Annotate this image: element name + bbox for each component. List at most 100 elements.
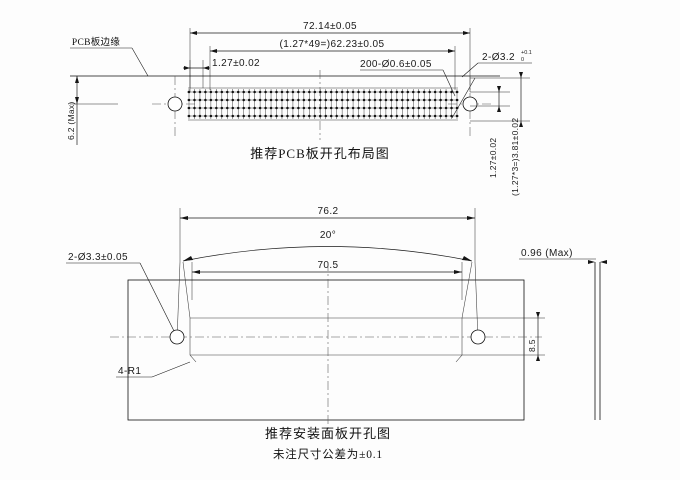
pcb-pad-hole xyxy=(297,98,300,102)
pcb-pad-hole xyxy=(286,90,289,94)
pcb-pad-hole xyxy=(433,106,437,110)
pcb-pad-hole xyxy=(253,90,256,94)
pcb-pad-hole xyxy=(379,114,382,118)
pcb-pad-hole xyxy=(417,114,420,118)
pcb-pad-hole xyxy=(264,106,267,110)
pcb-pad-hole xyxy=(357,98,360,102)
pcb-pad-hole xyxy=(269,98,273,102)
pcb-pad-hole xyxy=(362,106,366,110)
pcb-pad-hole xyxy=(401,114,404,118)
callout-corner-radius: 4-R1 xyxy=(116,361,191,378)
pcb-pad-hole xyxy=(280,106,284,110)
pcb-pad-hole xyxy=(220,98,224,102)
pcb-pad-hole xyxy=(297,106,300,110)
pcb-pad-hole xyxy=(242,114,245,118)
pcb-pad-hole xyxy=(428,90,431,94)
pcb-pad-hole xyxy=(209,114,213,118)
pcb-pad-hole xyxy=(373,98,377,102)
dim-edge-distance-text: 6.2 (Max) xyxy=(66,101,76,140)
annotation-angle-text: 20° xyxy=(320,230,336,241)
callout-mounting-hole-panel-text: 2-Ø3.3±0.05 xyxy=(68,252,128,263)
pcb-pad-array xyxy=(187,89,459,119)
panel-thickness-view: 0.96 (Max) xyxy=(519,248,607,420)
pcb-pad-hole xyxy=(340,90,344,94)
pcb-pad-hole xyxy=(368,90,371,94)
pcb-pad-hole xyxy=(247,98,251,102)
pcb-pad-hole xyxy=(193,114,196,118)
callout-mounting-hole-tol-lower: 0 xyxy=(521,57,524,63)
pcb-pad-hole xyxy=(291,98,295,102)
callout-mounting-hole-top: 2-Ø3.2 +0.1 0 xyxy=(451,50,532,119)
pcb-pad-hole xyxy=(362,90,366,94)
pcb-pad-hole xyxy=(357,90,360,94)
pcb-pad-hole xyxy=(411,98,415,102)
pcb-pad-hole xyxy=(291,90,295,94)
pcb-pad-hole xyxy=(428,106,431,110)
pcb-pad-hole xyxy=(329,114,333,118)
pcb-pad-hole xyxy=(395,114,399,118)
callout-mounting-hole-top-text: 2-Ø3.2 xyxy=(482,52,515,63)
pcb-pad-hole xyxy=(395,90,399,94)
pcb-pad-hole xyxy=(258,106,262,110)
pcb-pad-hole xyxy=(444,114,448,118)
pcb-pad-hole xyxy=(324,90,327,94)
pcb-pad-hole xyxy=(329,106,333,110)
pcb-pad-hole xyxy=(384,90,388,94)
pcb-pad-hole xyxy=(253,114,256,118)
pcb-pad-hole xyxy=(302,98,306,102)
pcb-pad-hole xyxy=(226,114,229,118)
pcb-pad-hole xyxy=(280,90,284,94)
pcb-pad-hole xyxy=(253,98,256,102)
pcb-pad-hole xyxy=(340,114,344,118)
pcb-pad-hole xyxy=(433,114,437,118)
pcb-pad-hole xyxy=(411,106,415,110)
pcb-pad-hole xyxy=(433,98,437,102)
dimension-pitch: 1.27±0.02 xyxy=(183,58,260,88)
pcb-pad-hole xyxy=(308,98,311,102)
dimension-pin-span: (1.27*49=)62.23±0.05 xyxy=(209,39,456,90)
pcb-pad-hole xyxy=(198,114,202,118)
pcb-pad-hole xyxy=(269,106,273,110)
pcb-pad-hole xyxy=(401,106,404,110)
pcb-pad-hole xyxy=(455,90,459,94)
pcb-mounting-hole-left xyxy=(152,76,198,138)
pcb-pad-hole xyxy=(450,114,453,118)
pcb-pad-hole xyxy=(275,90,278,94)
callout-hole-diameter-text: 200-Ø0.6±0.05 xyxy=(360,59,432,70)
dimension-edge-distance: 6.2 (Max) xyxy=(66,76,118,145)
pcb-pad-hole xyxy=(204,114,207,118)
pcb-pad-hole xyxy=(450,90,453,94)
pcb-pad-hole xyxy=(198,90,202,94)
pcb-pad-hole xyxy=(406,114,410,118)
dim-pitch-text: 1.27±0.02 xyxy=(212,58,260,69)
pcb-pad-hole xyxy=(351,90,355,94)
pcb-pad-hole xyxy=(351,114,355,118)
panel-outline xyxy=(127,279,525,421)
pcb-pad-hole xyxy=(291,106,295,110)
callout-mounting-hole-panel: 2-Ø3.3±0.05 xyxy=(66,252,178,338)
pcb-pad-hole xyxy=(384,98,388,102)
pcb-pad-hole xyxy=(308,114,311,118)
pcb-pad-hole xyxy=(351,106,355,110)
pcb-pad-hole xyxy=(319,90,322,94)
pcb-pad-hole xyxy=(319,98,322,102)
pcb-pad-hole xyxy=(308,106,311,110)
pcb-pad-hole xyxy=(242,98,245,102)
dim-thickness-text: 0.96 (Max) xyxy=(521,248,573,259)
pcb-pad-hole xyxy=(319,114,322,118)
callout-pcb-edge-text: PCB板边缘 xyxy=(72,36,120,48)
pcb-pad-hole xyxy=(231,90,235,94)
pcb-layout-view: 72.14±0.05 (1.27*49=)62.23±0.05 1.27±0.0… xyxy=(66,21,532,196)
pcb-pad-hole xyxy=(390,98,393,102)
pcb-pad-hole xyxy=(455,98,459,102)
pcb-pad-hole xyxy=(439,98,442,102)
pcb-pad-hole xyxy=(340,106,344,110)
pcb-pad-hole xyxy=(455,114,459,118)
pcb-pad-hole xyxy=(422,98,426,102)
pcb-pad-hole xyxy=(226,98,229,102)
pcb-pad-hole xyxy=(390,114,393,118)
pcb-pad-hole xyxy=(329,90,333,94)
panel-guide-left xyxy=(176,261,181,341)
pcb-pad-hole xyxy=(231,114,235,118)
